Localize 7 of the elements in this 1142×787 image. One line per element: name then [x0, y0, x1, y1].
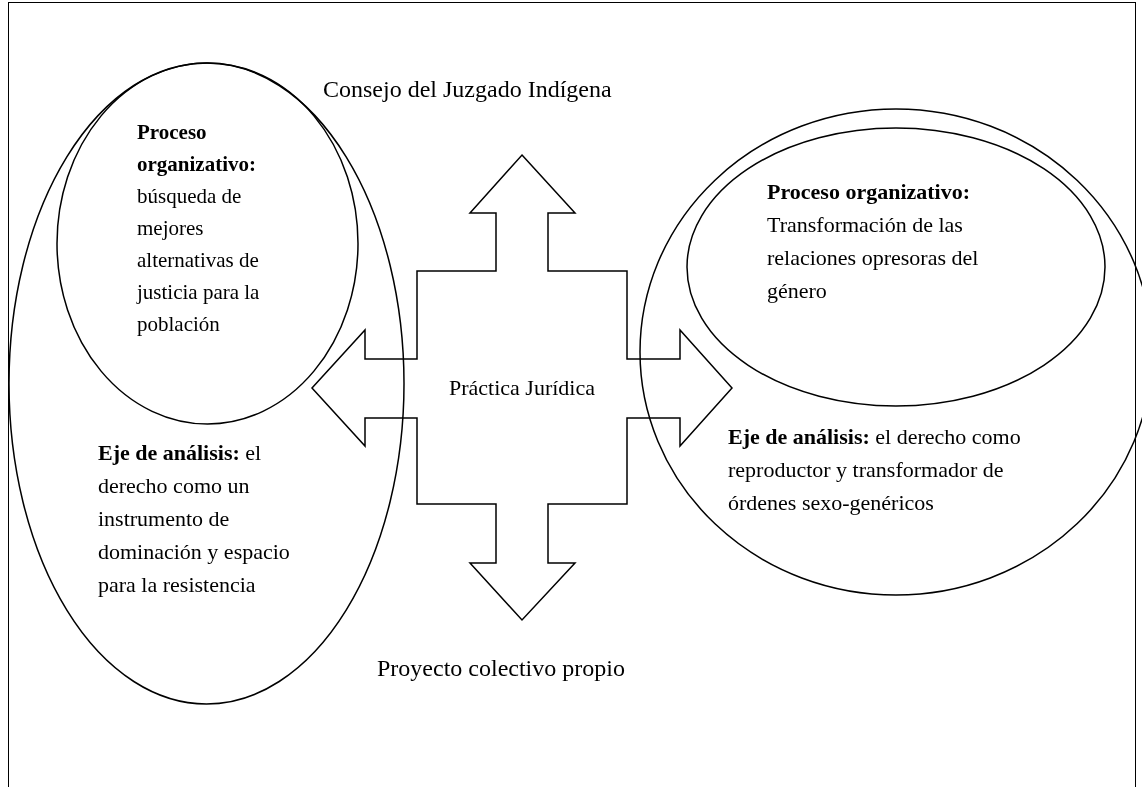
oval-text: Proceso organizativo: búsqueda de mejores alternativas de justicia para la población: [137, 119, 261, 338]
arrow-text: Práctica Jurídica: [448, 374, 596, 402]
oval-text: Eje de análisis: el derecho como reproductor y transformador de órdenes sexo-genéricos: [728, 423, 1022, 517]
oval-text: Eje de análisis: el derecho como un instrumento de dominación y espacio para la resistencia: [98, 439, 291, 599]
caption-text: Consejo del Juzgado Indígena: [323, 76, 612, 103]
caption-text: Proyecto colectivo propio: [377, 655, 625, 682]
oval-text: Proceso organizativo: Transformación de las relaciones opresoras del género: [767, 178, 980, 305]
